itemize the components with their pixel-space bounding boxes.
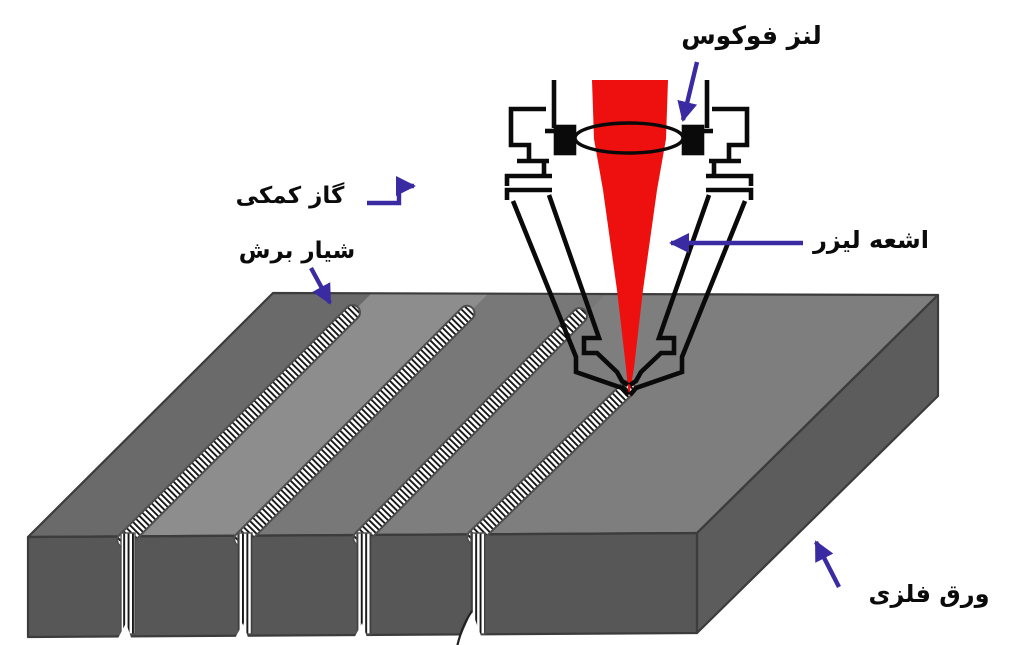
sheet-top-strip-3: [245, 293, 607, 536]
label-assist-gas: گاز کمکی: [235, 183, 345, 209]
nozzle-right-inner: [628, 194, 712, 387]
label-focus-lens: لنز فوکوس: [681, 21, 822, 50]
cut-groove-arrow: [309, 266, 332, 305]
laser-head: [504, 80, 754, 397]
head-left-bracket: [508, 106, 546, 161]
cut-groove-3: [352, 307, 589, 547]
front-kerf-band-3: [356, 532, 372, 635]
front-kerf-band-1: [120, 532, 136, 635]
nozzle-right-outer: [628, 200, 748, 397]
label-laser-beam: اشعه لیزر: [813, 226, 929, 254]
label-metal-sheet: ورق فلزی: [868, 580, 990, 608]
cut-groove-1: [116, 303, 362, 549]
cut-groove-2: [233, 304, 476, 548]
metal-sheet: [26, 291, 940, 645]
lens-mount-left: [553, 124, 577, 156]
kerf-notch-1: [114, 623, 134, 645]
kerf-notch-3: [350, 623, 370, 645]
gas-inlet-left: [504, 173, 552, 200]
cut-grooves: [116, 303, 636, 549]
head-right-bracket: [712, 106, 750, 161]
kerf-notch-2: [231, 623, 251, 645]
lens-mount-right: [681, 124, 705, 156]
laser-beam-shape: [592, 80, 668, 397]
focus-lens-shape: [573, 121, 685, 155]
annotation-arrows: [309, 61, 841, 589]
sheet-top-strip-2: [128, 293, 489, 537]
focus-lens-arrow: [677, 61, 700, 122]
assist-gas-arrow: [367, 175, 417, 206]
nozzle-left-inner: [546, 194, 630, 387]
gas-inlet-right: [706, 173, 754, 200]
head-left-step: [517, 158, 549, 176]
front-kerf-band-2: [237, 532, 253, 635]
kerf-notch-4: [456, 611, 485, 645]
label-cut-groove: شیار برش: [238, 238, 356, 264]
head-right-step: [709, 158, 741, 176]
kerf-notch-4-edge: [456, 610, 473, 645]
sheet-right-face: [697, 295, 938, 633]
metal-sheet-arrow: [814, 540, 841, 589]
sheet-top-strip-1: [28, 293, 372, 537]
kerf-exit-notches: [114, 610, 485, 645]
nozzle-left-outer: [510, 200, 630, 397]
front-kerf-bands: [120, 532, 486, 635]
